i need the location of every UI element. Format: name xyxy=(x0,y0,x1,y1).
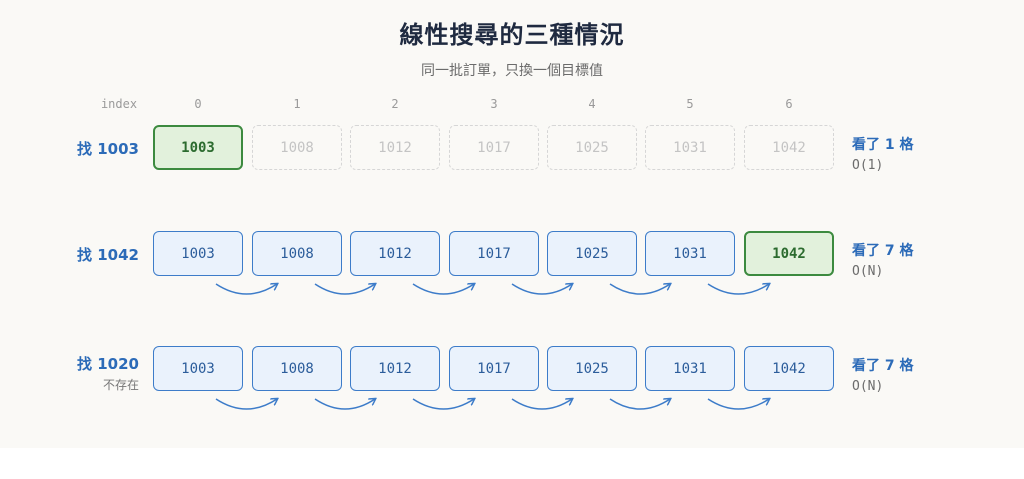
array-cell: 1017 xyxy=(449,125,539,170)
index-label: 3 xyxy=(490,97,498,111)
scan-step-arrow xyxy=(707,284,769,295)
scan-step-arrow xyxy=(511,399,572,410)
scan-step-arrow xyxy=(314,284,375,295)
row-target-label: 找 1042 xyxy=(77,246,139,264)
not-found-note: 不存在 xyxy=(102,378,139,392)
array-cell: 1042 xyxy=(744,125,834,170)
array-cell: 1003 xyxy=(153,231,243,276)
scan-step-arrow xyxy=(511,284,572,295)
scan-step-arrow xyxy=(707,399,769,410)
scan-step-arrow xyxy=(412,399,474,410)
row-label-find-1020: 找 1020 不存在 xyxy=(77,353,139,393)
array-cell: 1042 xyxy=(744,231,834,276)
array-cell: 1031 xyxy=(645,125,735,170)
row-result: 看了 7 格 O(N) xyxy=(852,240,914,279)
array-cell: 1008 xyxy=(252,125,342,170)
array-cell: 1003 xyxy=(153,346,243,391)
array-cell: 1012 xyxy=(350,125,440,170)
array-cell: 1003 xyxy=(153,125,243,170)
row-target-label: 找 1003 xyxy=(77,140,139,158)
scan-step-arrow xyxy=(215,399,277,410)
array-cell: 1042 xyxy=(744,346,834,391)
row-result: 看了 1 格 O(1) xyxy=(852,134,914,173)
index-label: 5 xyxy=(686,97,694,111)
row-label-find-1003: 找 1003 xyxy=(77,138,139,159)
cells-checked-count: 看了 7 格 xyxy=(852,358,914,374)
scan-step-arrow xyxy=(314,399,375,410)
index-label: 6 xyxy=(785,97,793,111)
complexity-label: O(N) xyxy=(852,264,884,279)
scan-step-arrow xyxy=(609,399,670,410)
cells-checked-count: 看了 1 格 xyxy=(852,137,914,153)
diagram-panel: 線性搜尋的三種情況 同一批訂單，只換一個目標值 index 0 1 2 3 4 … xyxy=(77,21,914,410)
array-cell: 1031 xyxy=(645,346,735,391)
scan-step-arrow xyxy=(609,284,670,295)
diagram-subtitle: 同一批訂單，只換一個目標值 xyxy=(421,63,603,79)
index-header-label: index xyxy=(100,97,138,111)
cells-checked-count: 看了 7 格 xyxy=(852,243,914,259)
index-label: 0 xyxy=(194,97,202,111)
array-cell: 1025 xyxy=(547,346,637,391)
complexity-label: O(1) xyxy=(852,158,884,173)
array-cell: 1008 xyxy=(252,346,342,391)
index-label: 4 xyxy=(588,97,596,111)
array-cell: 1031 xyxy=(645,231,735,276)
array-cell: 1012 xyxy=(350,346,440,391)
row-result: 看了 7 格 O(N) xyxy=(852,355,914,394)
scan-step-arrow xyxy=(412,284,474,295)
array-cell: 1025 xyxy=(547,231,637,276)
index-label: 1 xyxy=(293,97,301,111)
diagram-title: 線性搜尋的三種情況 xyxy=(399,21,625,49)
row-target-label: 找 1020 xyxy=(77,355,139,373)
array-cell: 1025 xyxy=(547,125,637,170)
scan-step-arrow xyxy=(215,284,277,295)
complexity-label: O(N) xyxy=(852,379,884,394)
array-cell: 1017 xyxy=(449,346,539,391)
array-cell: 1008 xyxy=(252,231,342,276)
row-label-find-1042: 找 1042 xyxy=(77,244,139,265)
array-cell: 1017 xyxy=(449,231,539,276)
index-label: 2 xyxy=(391,97,399,111)
array-cell: 1012 xyxy=(350,231,440,276)
